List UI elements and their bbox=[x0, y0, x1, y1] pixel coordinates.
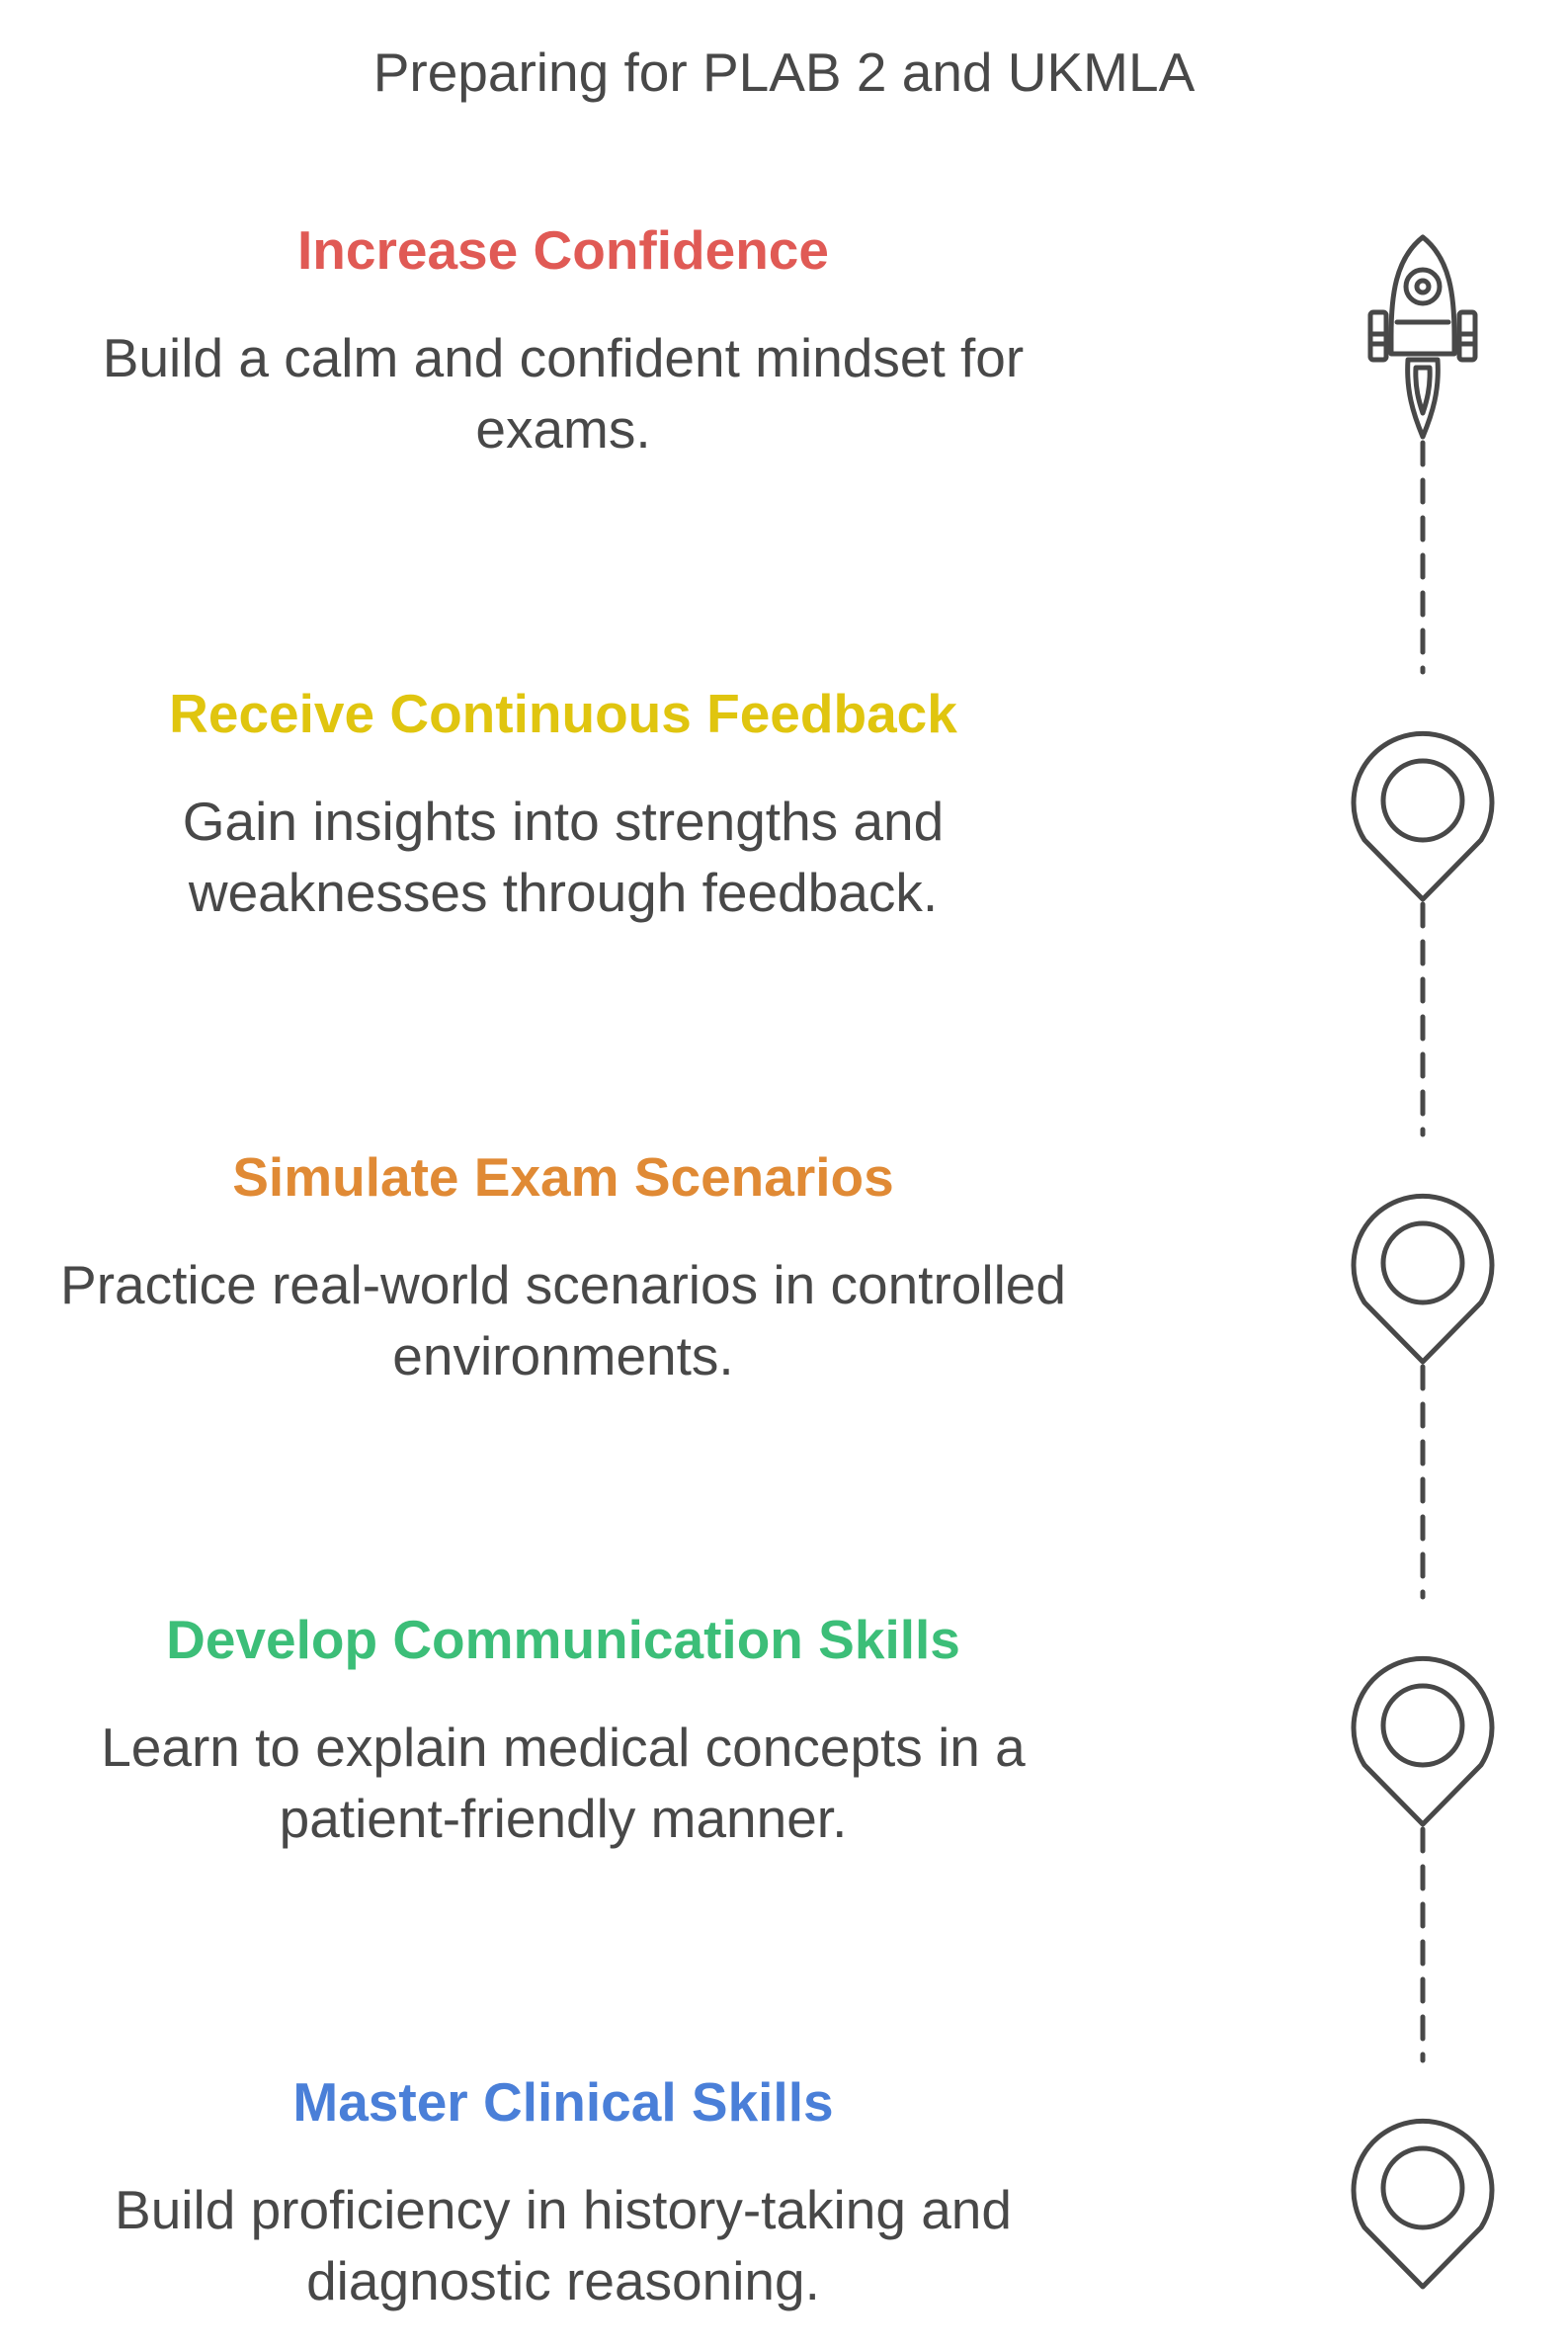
step-simulate-exam: Simulate Exam Scenarios Practice real-wo… bbox=[40, 1142, 1087, 1391]
rocket-icon bbox=[1367, 234, 1478, 440]
map-pin-icon bbox=[1351, 1655, 1495, 1827]
step-title: Increase Confidence bbox=[297, 219, 829, 281]
step-description: Practice real-world scenarios in control… bbox=[60, 1254, 1066, 1386]
step-clinical-skills: Master Clinical Skills Build proficiency… bbox=[40, 2067, 1087, 2316]
step-description: Build a calm and confident mindset for e… bbox=[102, 327, 1025, 460]
map-pin-icon bbox=[1351, 1193, 1495, 1365]
step-title: Simulate Exam Scenarios bbox=[232, 1146, 894, 1208]
map-pin-icon bbox=[1351, 2118, 1495, 2290]
step-title: Develop Communication Skills bbox=[166, 1609, 960, 1670]
page-title: Preparing for PLAB 2 and UKMLA bbox=[372, 42, 1196, 103]
map-pin-icon bbox=[1351, 730, 1495, 902]
step-description: Learn to explain medical concepts in a p… bbox=[101, 1717, 1026, 1849]
step-title: Receive Continuous Feedback bbox=[169, 683, 957, 744]
step-receive-feedback: Receive Continuous Feedback Gain insight… bbox=[40, 679, 1087, 928]
step-communication-skills: Develop Communication Skills Learn to ex… bbox=[40, 1605, 1087, 1854]
step-title: Master Clinical Skills bbox=[292, 2071, 834, 2133]
step-description: Gain insights into strengths and weaknes… bbox=[182, 791, 945, 923]
step-description: Build proficiency in history-taking and … bbox=[115, 2179, 1012, 2311]
step-increase-confidence: Increase Confidence Build a calm and con… bbox=[40, 215, 1087, 464]
